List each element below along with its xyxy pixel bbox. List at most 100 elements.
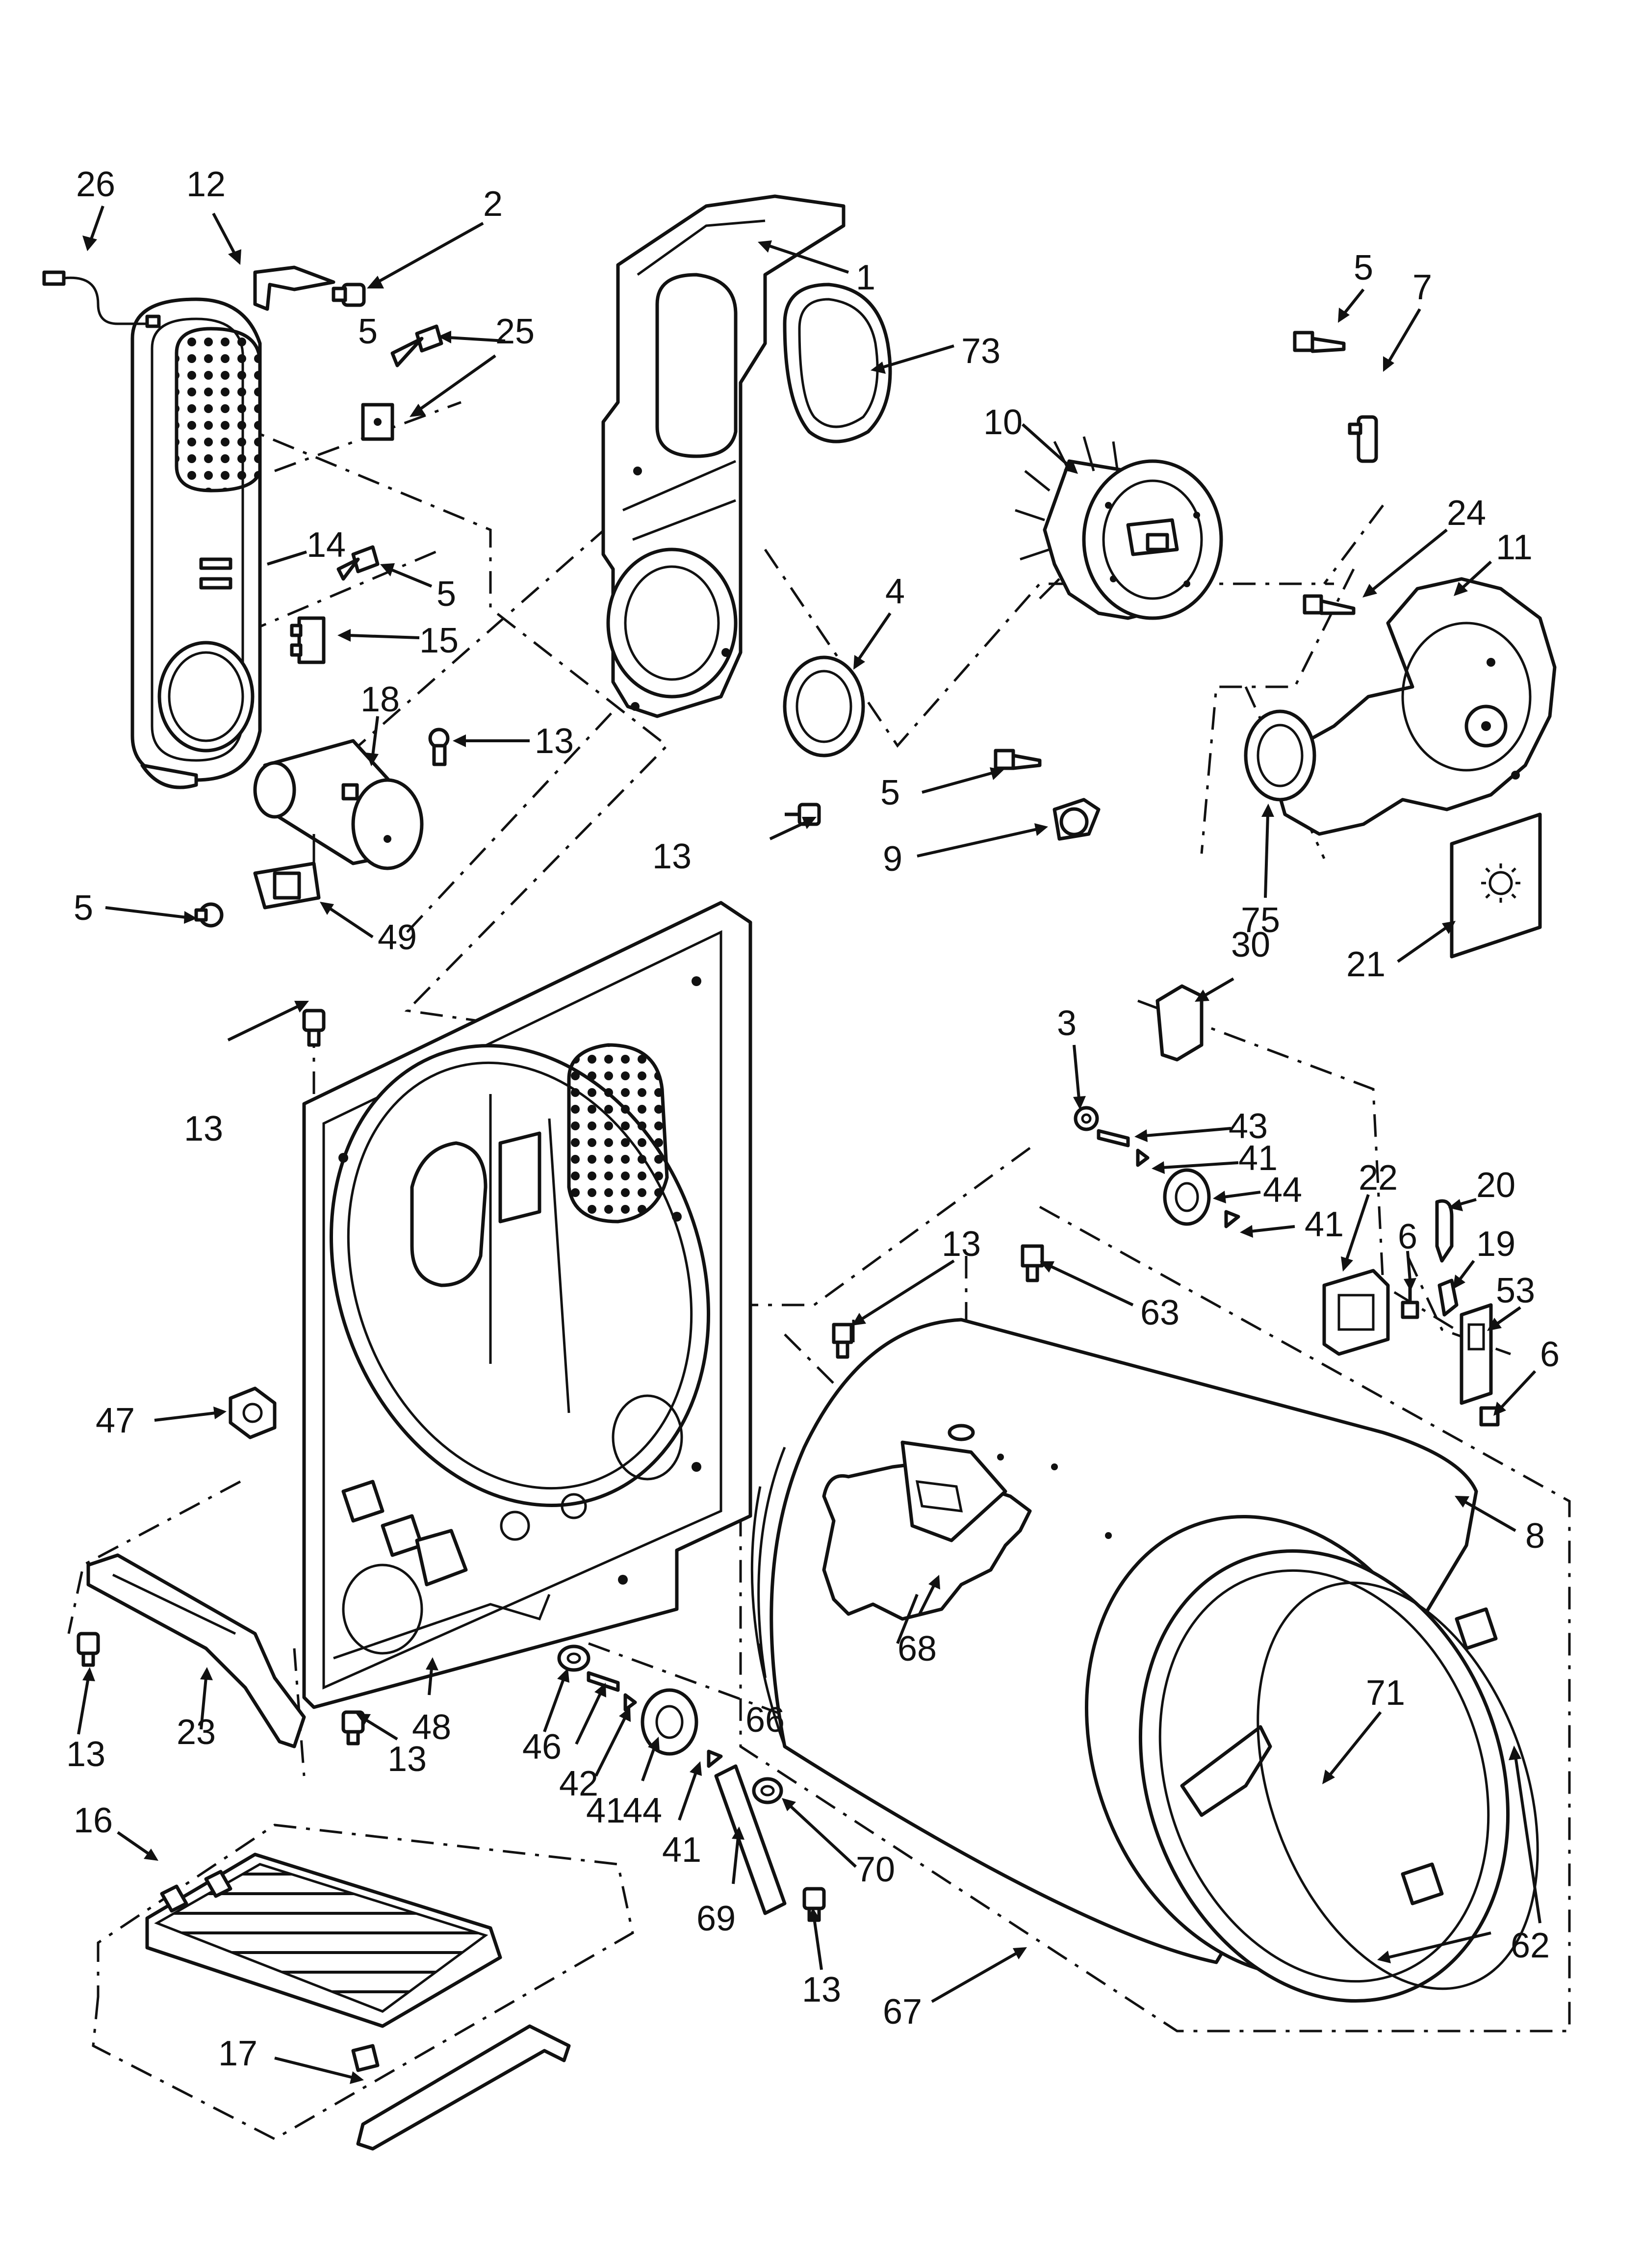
callout: 41 — [1305, 1205, 1344, 1244]
blower-wheel — [1015, 436, 1223, 620]
callout: 63 — [1140, 1293, 1180, 1332]
callout: 70 — [856, 1850, 895, 1889]
callout: 17 — [218, 2034, 257, 2073]
cabinet-back — [302, 901, 752, 1709]
screw-2 — [332, 283, 366, 307]
callout: 8 — [1525, 1516, 1545, 1556]
callout: 73 — [961, 332, 1001, 371]
callout: 13 — [66, 1735, 105, 1774]
callout: 48 — [412, 1708, 451, 1747]
callout: 11 — [1496, 528, 1533, 567]
callout: 21 — [1346, 945, 1385, 984]
connector-19 — [1437, 1278, 1459, 1317]
washer-70 — [752, 1777, 783, 1804]
terminal-block-22 — [1322, 1269, 1390, 1356]
callout: 41 — [1238, 1139, 1278, 1178]
callout: 5 — [358, 312, 378, 351]
callout: 5 — [436, 574, 456, 614]
heater-16 — [145, 1852, 502, 2072]
callout: 15 — [419, 621, 459, 660]
shaft-42 — [587, 1671, 620, 1692]
callout: 16 — [74, 1801, 113, 1840]
callout: 22 — [1359, 1158, 1398, 1198]
callout: 13 — [802, 1970, 841, 2009]
bulkhead — [601, 194, 846, 718]
callout: 41 — [586, 1791, 625, 1830]
screw-13g — [785, 803, 821, 826]
callout: 7 — [1412, 268, 1432, 307]
callout: 18 — [360, 680, 400, 719]
screw-5c — [194, 902, 224, 928]
callout: 6 — [1540, 1335, 1560, 1374]
screw-13f — [302, 1009, 326, 1047]
bracket-23 — [86, 1553, 306, 1748]
callout: 68 — [898, 1629, 937, 1668]
screw-6b — [1479, 1406, 1500, 1427]
screw-13c — [77, 1632, 100, 1667]
callout: 69 — [696, 1899, 736, 1938]
screw-13b — [832, 1323, 853, 1359]
wire-harness — [42, 270, 161, 328]
callout: 1 — [856, 258, 875, 297]
callout: 23 — [177, 1713, 216, 1752]
callout: 19 — [1476, 1225, 1515, 1264]
clip-25 — [361, 403, 394, 441]
callout: 66 — [745, 1700, 785, 1740]
callout: 25 — [495, 312, 535, 351]
callout: 75 — [1241, 901, 1280, 940]
callout: 6 — [1398, 1217, 1417, 1256]
callout: 71 — [1366, 1673, 1405, 1713]
callout: 26 — [76, 165, 115, 204]
washer-46 — [557, 1644, 590, 1672]
callout: 10 — [983, 403, 1023, 442]
callout: 2 — [483, 184, 503, 224]
washer-3 — [1074, 1106, 1099, 1131]
callout: 24 — [1447, 494, 1486, 533]
callout: 67 — [883, 1992, 922, 2032]
ring-41c — [623, 1693, 637, 1712]
gasket-73 — [783, 283, 892, 443]
callout: 14 — [307, 525, 346, 565]
bracket-53 — [1460, 1303, 1493, 1405]
warning-label-21 — [1450, 812, 1542, 959]
screw-6a — [1401, 1285, 1419, 1319]
door-switch-bracket — [253, 265, 335, 311]
callout: 20 — [1476, 1166, 1515, 1205]
ring-41a — [1136, 1148, 1150, 1167]
clip-7 — [1348, 415, 1378, 463]
front-panel — [130, 297, 262, 789]
thermal-fuse-9 — [1052, 798, 1101, 841]
ring-41b — [1224, 1210, 1240, 1228]
callout: 13 — [184, 1109, 223, 1148]
rail-17 — [356, 2024, 571, 2151]
callout: 5 — [74, 888, 93, 928]
blower-housing — [1273, 577, 1557, 836]
callout: 47 — [96, 1401, 135, 1440]
thermostat-49 — [253, 834, 321, 910]
screw-5e — [994, 749, 1042, 770]
callout: 3 — [1057, 1004, 1077, 1043]
callout: 4 — [885, 572, 905, 611]
callout: 5 — [1354, 248, 1373, 287]
callout: 13 — [387, 1740, 427, 1779]
seal-ring-62 — [1257, 1581, 1539, 1990]
callout-labels: 26 12 2 5 25 14 5 15 18 13 13 5 49 1 73 … — [66, 165, 1560, 2073]
fuse-20 — [1435, 1199, 1454, 1263]
callout: 43 — [1229, 1107, 1268, 1146]
screw-63 — [1021, 1244, 1044, 1282]
foot-30 — [1155, 984, 1204, 1062]
callout: 13 — [652, 837, 692, 876]
callout: 13 — [535, 722, 574, 761]
nut-47 — [229, 1386, 277, 1439]
screw-5b — [336, 545, 380, 581]
callout: 46 — [522, 1727, 562, 1767]
screw-13a — [428, 728, 450, 766]
callout: 44 — [623, 1791, 662, 1830]
callout: 13 — [942, 1225, 981, 1264]
screw-5a — [390, 324, 443, 367]
shaft-43 — [1097, 1129, 1130, 1147]
callout: 41 — [662, 1830, 701, 1870]
callout: 9 — [883, 839, 902, 879]
screw-24 — [1303, 594, 1356, 615]
